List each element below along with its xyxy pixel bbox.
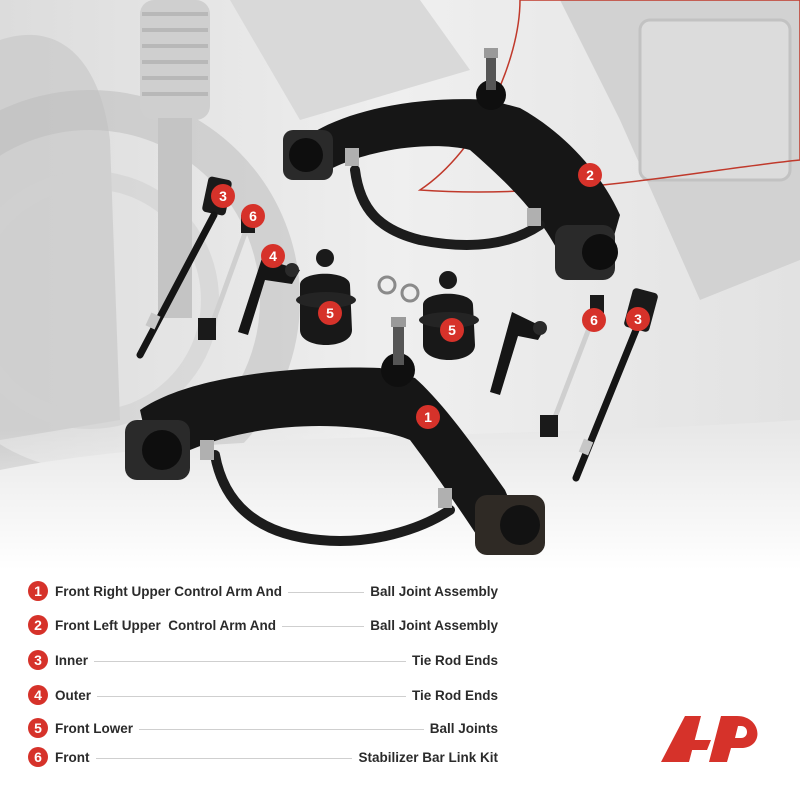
callout-5-right: 5: [440, 318, 464, 342]
svg-text:3: 3: [634, 311, 642, 327]
legend-row: 6 Front Stabilizer Bar Link Kit: [28, 744, 498, 770]
legend-row: 1 Front Right Upper Control Arm And Ball…: [28, 578, 498, 604]
callout-4: 4: [261, 244, 285, 268]
part-name: Inner: [55, 652, 89, 668]
callout-5-left: 5: [318, 301, 342, 325]
leader-line: [94, 660, 406, 662]
number-badge: 3: [28, 650, 48, 670]
legend-row: 3 Inner Tie Rod Ends: [28, 647, 498, 673]
svg-text:3: 3: [219, 188, 227, 204]
part-type: Ball Joint Assembly: [370, 583, 498, 599]
outer-tie-rod-end-left: [238, 258, 300, 335]
parts-photo: 1 2 3 3 4 5 5 6: [0, 0, 800, 570]
svg-text:2: 2: [586, 167, 594, 183]
part-type: Ball Joints: [429, 720, 498, 736]
number-badge: 4: [28, 685, 48, 705]
callout-3-left: 3: [211, 184, 235, 208]
svg-text:4: 4: [269, 248, 277, 264]
leader-line: [287, 591, 365, 593]
callout-6-right: 6: [582, 308, 606, 332]
leader-line: [139, 728, 424, 730]
svg-text:5: 5: [448, 322, 456, 338]
callout-3-right: 3: [626, 307, 650, 331]
part-type: Ball Joint Assembly: [370, 617, 498, 633]
part-type: Stabilizer Bar Link Kit: [358, 749, 498, 765]
callout-2: 2: [578, 163, 602, 187]
svg-text:5: 5: [326, 305, 334, 321]
svg-text:1: 1: [424, 409, 432, 425]
number-badge: 5: [28, 718, 48, 738]
svg-text:6: 6: [590, 312, 598, 328]
legend-row: 5 Front Lower Ball Joints: [28, 715, 498, 741]
part-name: Front: [55, 749, 90, 765]
number-badge: 1: [28, 581, 48, 601]
callout-6-left: 6: [241, 204, 265, 228]
part-name: Outer: [55, 687, 92, 703]
legend-row: 2 Front Left Upper Control Arm And Ball …: [28, 612, 498, 638]
outer-tie-rod-end-right: [490, 312, 547, 395]
number-badge: 2: [28, 615, 48, 635]
svg-text:6: 6: [249, 208, 257, 224]
leader-line: [97, 695, 406, 697]
part-name: Front Left Upper Control Arm And: [55, 617, 276, 633]
upper-control-arm-2: [283, 48, 620, 280]
leader-line: [95, 757, 353, 759]
part-name: Front Right Upper Control Arm And: [55, 583, 282, 599]
part-type: Tie Rod Ends: [411, 652, 498, 668]
part-type: Tie Rod Ends: [411, 687, 498, 703]
washers: [377, 275, 420, 303]
leader-line: [281, 625, 365, 627]
callout-1: 1: [416, 405, 440, 429]
legend-row: 4 Outer Tie Rod Ends: [28, 682, 498, 708]
brand-logo: [661, 716, 758, 762]
number-badge: 6: [28, 747, 48, 767]
car-background: [0, 0, 800, 570]
part-name: Front Lower: [55, 720, 133, 736]
